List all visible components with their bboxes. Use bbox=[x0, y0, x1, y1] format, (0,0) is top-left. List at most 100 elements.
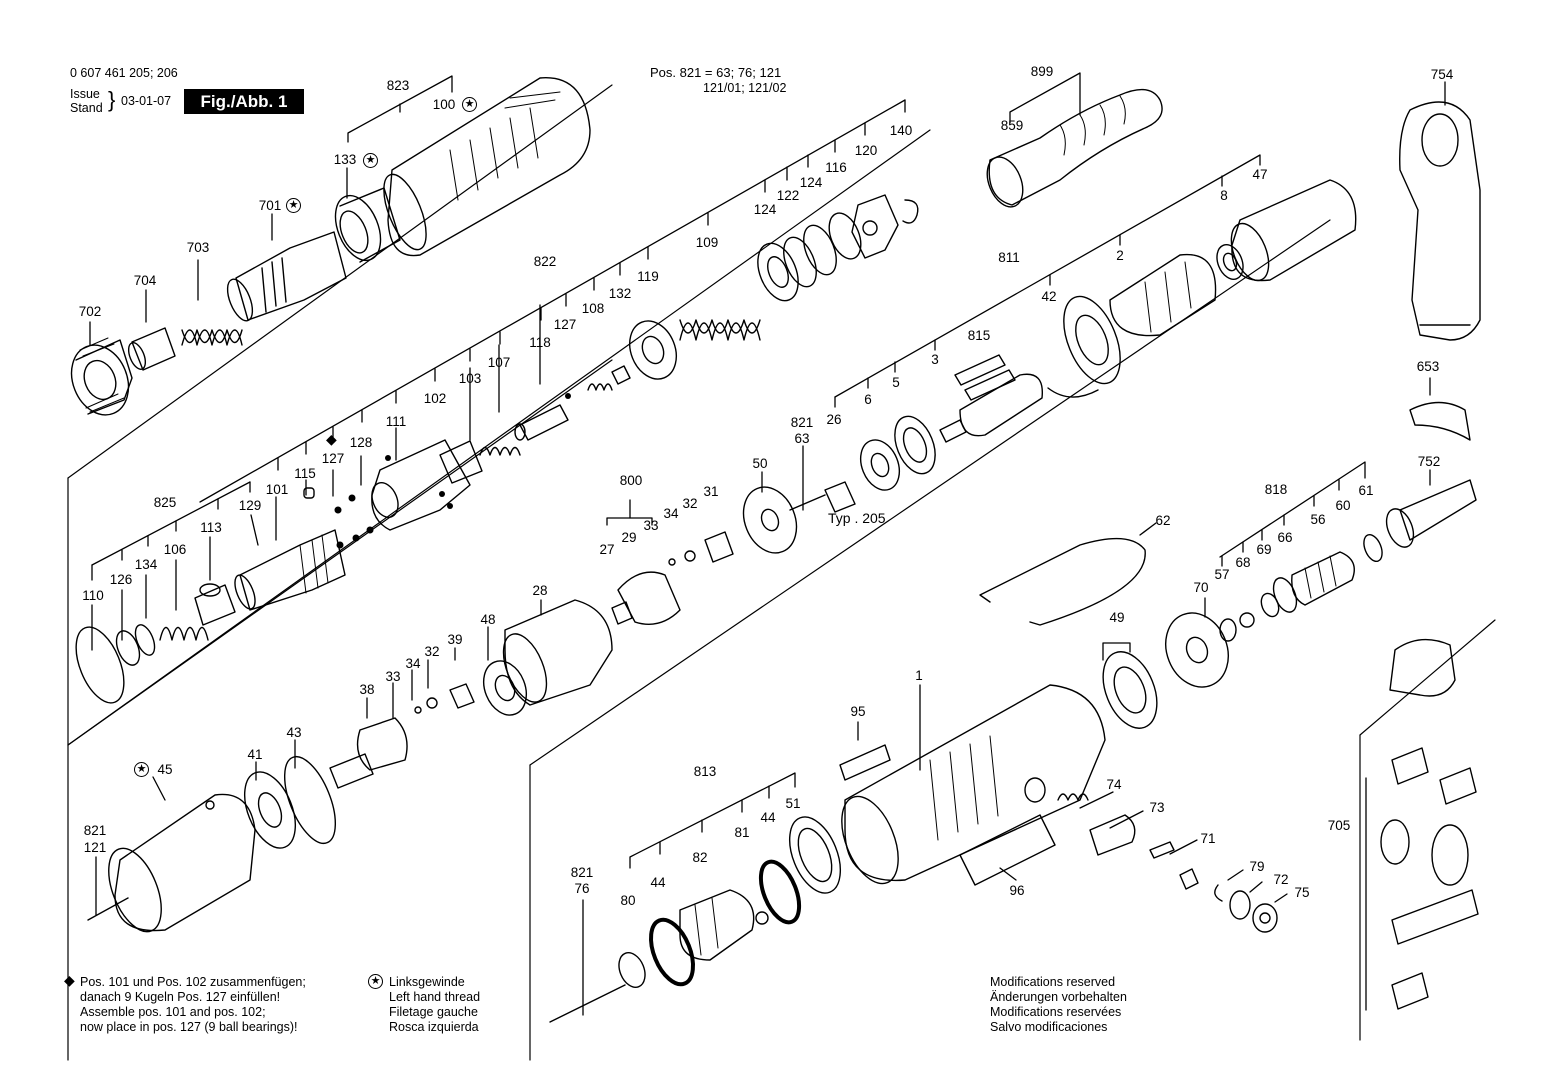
callout-115: 115 bbox=[294, 466, 316, 481]
callout-72: 72 bbox=[1273, 872, 1289, 887]
callout-50: 50 bbox=[752, 456, 768, 471]
callout-56: 56 bbox=[1310, 512, 1326, 527]
left-thread-icon: ★ bbox=[462, 97, 477, 112]
variant-label: Typ . 205 bbox=[828, 510, 886, 526]
thread-note-1: Linksgewinde bbox=[389, 975, 465, 989]
part-815-vanes bbox=[954, 354, 1016, 401]
part-115-screw bbox=[303, 487, 315, 499]
callout-79: 79 bbox=[1249, 859, 1265, 874]
callout-122: 122 bbox=[776, 188, 800, 203]
callout-26: 26 bbox=[826, 412, 842, 427]
part-51-ring bbox=[788, 816, 842, 894]
callout-31: 31 bbox=[703, 484, 719, 499]
part-32-33-34-small bbox=[414, 697, 438, 714]
part-45-housing bbox=[87, 793, 256, 933]
callout-33: 33 bbox=[643, 518, 659, 533]
part-126-ring bbox=[115, 630, 141, 666]
callout-2: 2 bbox=[1116, 248, 1124, 263]
callout-703: 703 bbox=[186, 240, 210, 255]
part-6-bearing bbox=[859, 439, 901, 491]
callout-124b: 124 bbox=[799, 175, 823, 190]
callout-705: 705 bbox=[1327, 818, 1351, 833]
callout-118: 118 bbox=[529, 335, 551, 350]
callout-110: 110 bbox=[82, 588, 104, 603]
part-74-spring bbox=[1057, 793, 1089, 801]
assembly-note-icon: ◆ bbox=[64, 973, 75, 989]
part-703-spring bbox=[181, 329, 243, 346]
callout-66: 66 bbox=[1277, 530, 1293, 545]
part-124-ring bbox=[757, 242, 799, 302]
callout-124: 124 bbox=[753, 202, 777, 217]
callout-821-121: 821 bbox=[83, 823, 107, 838]
part-1-housing bbox=[841, 684, 1106, 885]
part-705-fittings bbox=[1380, 638, 1479, 1010]
part-71-pin bbox=[1149, 841, 1199, 890]
assembly-note-icon: ◆ bbox=[326, 432, 337, 448]
callout-811: 811 bbox=[998, 250, 1020, 265]
callout-34b: 34 bbox=[405, 656, 421, 671]
part-110-ring bbox=[75, 626, 125, 704]
issue-label-1: Issue bbox=[70, 87, 100, 101]
callout-28: 28 bbox=[532, 583, 548, 598]
part-120-nut bbox=[851, 194, 899, 259]
part-80-washer bbox=[549, 952, 646, 1023]
part-754-handle bbox=[1399, 101, 1481, 341]
part-702-knurled-nut bbox=[70, 337, 133, 416]
part-41-bearing bbox=[243, 771, 297, 849]
part-82-valve-body bbox=[679, 889, 755, 961]
part-133-ring bbox=[334, 187, 401, 263]
part-96-label bbox=[959, 814, 1056, 886]
mods-note-1: Modifications reserved bbox=[990, 975, 1116, 989]
callout-126: 126 bbox=[109, 572, 133, 587]
callout-69: 69 bbox=[1256, 542, 1272, 557]
part-134-ring bbox=[134, 624, 156, 656]
callout-74: 74 bbox=[1106, 777, 1122, 792]
callout-103: 103 bbox=[458, 371, 482, 386]
callout-8: 8 bbox=[1220, 188, 1228, 203]
pos-note-1: Pos. 821 = 63; 76; 121 bbox=[650, 65, 782, 80]
callout-63: 63 bbox=[794, 431, 810, 446]
part-38-carrier bbox=[329, 717, 408, 789]
issue-label-2: Stand bbox=[70, 101, 103, 115]
left-thread-icon: ★ bbox=[134, 762, 149, 777]
part-61-oring bbox=[1363, 533, 1383, 563]
callout-132: 132 bbox=[608, 286, 632, 301]
part-62-wire bbox=[979, 537, 1146, 626]
part-66-69-rings bbox=[1260, 577, 1298, 618]
figure-badge: Fig./Abb. 1 bbox=[184, 89, 304, 114]
part-73-valve bbox=[1089, 814, 1136, 856]
part-109-spring bbox=[679, 319, 761, 341]
part-68-57-rings bbox=[1219, 612, 1255, 642]
left-thread-icon: ★ bbox=[368, 974, 383, 989]
callout-29: 29 bbox=[621, 530, 637, 545]
callout-100: 100 bbox=[432, 97, 456, 112]
part-108-spring bbox=[587, 383, 613, 391]
callout-102: 102 bbox=[423, 391, 447, 406]
callout-51: 51 bbox=[785, 796, 801, 811]
panel-frames bbox=[67, 84, 1496, 1061]
mods-note-4: Salvo modificaciones bbox=[990, 1020, 1108, 1034]
callout-44: 44 bbox=[760, 810, 776, 825]
callout-47: 47 bbox=[1252, 167, 1268, 182]
callout-45: 45 bbox=[157, 762, 173, 777]
callout-48: 48 bbox=[480, 612, 496, 627]
callout-825: 825 bbox=[153, 495, 177, 510]
part-44-oring bbox=[649, 859, 802, 987]
part-42-endplate bbox=[1047, 295, 1121, 398]
callout-818: 818 bbox=[1264, 482, 1288, 497]
assembly-note-2: danach 9 Kugeln Pos. 127 einfüllen! bbox=[80, 990, 281, 1004]
part-704-sleeve bbox=[127, 327, 176, 371]
callout-133: 133 bbox=[333, 152, 357, 167]
pos-note-2: 121/01; 121/02 bbox=[703, 81, 787, 95]
callout-75: 75 bbox=[1294, 885, 1310, 900]
callout-823: 823 bbox=[386, 78, 410, 93]
callout-108: 108 bbox=[581, 301, 605, 316]
callout-120: 120 bbox=[854, 143, 878, 158]
callout-6: 6 bbox=[864, 392, 872, 407]
callout-44b: 44 bbox=[650, 875, 666, 890]
callout-3: 3 bbox=[931, 352, 939, 367]
callout-111: 111 bbox=[385, 414, 407, 429]
callout-899: 899 bbox=[1030, 64, 1054, 79]
callout-127: 127 bbox=[553, 317, 577, 332]
